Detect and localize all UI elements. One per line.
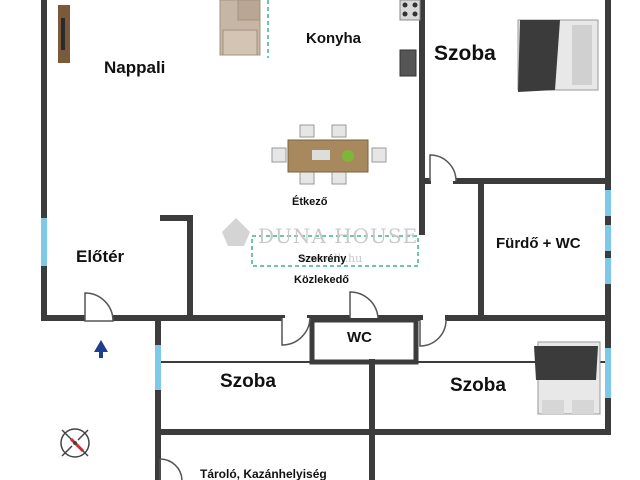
duna-house-logo-icon bbox=[222, 218, 250, 246]
watermark-brand: DUNA HOUSE bbox=[258, 224, 418, 248]
room-label-szoba-middle: Szoba bbox=[220, 371, 276, 392]
kitchen-appliances bbox=[399, 0, 421, 77]
room-label-eloter: Előtér bbox=[76, 247, 125, 266]
watermark-url: www.dh.hu bbox=[300, 252, 362, 265]
watermark: DUNA HOUSE www.dh.hu bbox=[222, 218, 418, 265]
windows bbox=[41, 190, 611, 398]
room-label-konyha: Konyha bbox=[306, 30, 362, 47]
room-label-szekreny: Szekrény bbox=[298, 253, 347, 265]
doors bbox=[84, 154, 457, 480]
entrance-arrow-icon bbox=[94, 340, 108, 358]
room-label-szoba-right: Szoba bbox=[450, 375, 506, 396]
room-label-szoba-top-right: Szoba bbox=[434, 42, 496, 65]
room-label-tarolo: Tároló, Kazánhelyiség bbox=[200, 467, 327, 480]
room-label-furdo-wc: Fürdő + WC bbox=[496, 235, 581, 252]
bed-top-right bbox=[517, 19, 599, 92]
room-label-kozlekedo: Közlekedő bbox=[294, 274, 349, 286]
walls bbox=[41, 0, 611, 480]
wc-room-outline bbox=[309, 317, 419, 365]
bed-right bbox=[534, 341, 601, 415]
compass-rose-icon bbox=[60, 428, 90, 458]
room-label-nappali: Nappali bbox=[104, 58, 165, 77]
sofa bbox=[219, 0, 261, 56]
dining-table bbox=[271, 124, 387, 185]
tv-unit bbox=[58, 5, 70, 63]
room-label-wc: WC bbox=[347, 329, 372, 346]
room-label-etkezo: Étkező bbox=[292, 195, 328, 208]
